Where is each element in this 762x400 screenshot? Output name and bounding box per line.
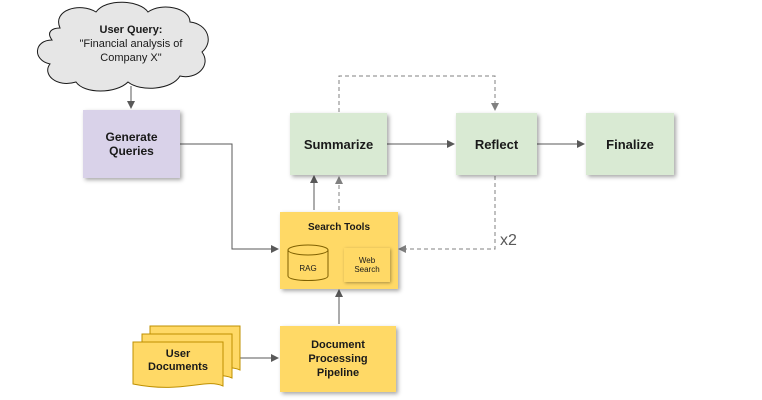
summarize-node: Summarize (290, 113, 387, 175)
pipeline-line1: Document (311, 339, 365, 351)
rag-label: RAG (299, 264, 317, 273)
rag-database-icon (287, 244, 329, 281)
docs-line2: Documents (148, 361, 208, 373)
generate-queries-node: Generate Queries (83, 110, 180, 178)
pipeline-line3: Pipeline (316, 367, 360, 379)
summarize-label: Summarize (303, 136, 374, 152)
docs-front-sheet (132, 341, 224, 388)
loop-count-label: x2 (500, 232, 517, 249)
web-search-line2: Search (354, 265, 380, 274)
dashed-summarize-to-reflect-loop (338, 75, 499, 112)
docs-line1: User (165, 348, 191, 360)
reflect-label: Reflect (474, 136, 519, 152)
arrow-generate-to-search (180, 143, 279, 253)
generate-label-line1: Generate (105, 130, 158, 144)
user-query-cloud (37, 1, 209, 92)
dashed-reflect-to-search (398, 176, 496, 253)
document-processing-pipeline-node: Document Processing Pipeline (280, 326, 396, 392)
query-line2: Company X" (100, 52, 162, 64)
web-search-line1: Web (358, 256, 376, 265)
generate-label-line2: Queries (109, 144, 154, 158)
query-line1: "Financial analysis of (79, 38, 183, 50)
pipeline-line2: Processing (308, 353, 368, 365)
finalize-label: Finalize (606, 136, 654, 152)
search-tools-label: Search Tools (307, 222, 371, 233)
finalize-node: Finalize (586, 113, 674, 175)
reflect-node: Reflect (456, 113, 537, 175)
web-search-box: Web Search (344, 248, 390, 282)
search-tools-node: Search Tools RAG Web Search (280, 212, 398, 289)
query-title: User Query: (99, 24, 163, 36)
user-documents-label: User Documents (133, 343, 223, 379)
